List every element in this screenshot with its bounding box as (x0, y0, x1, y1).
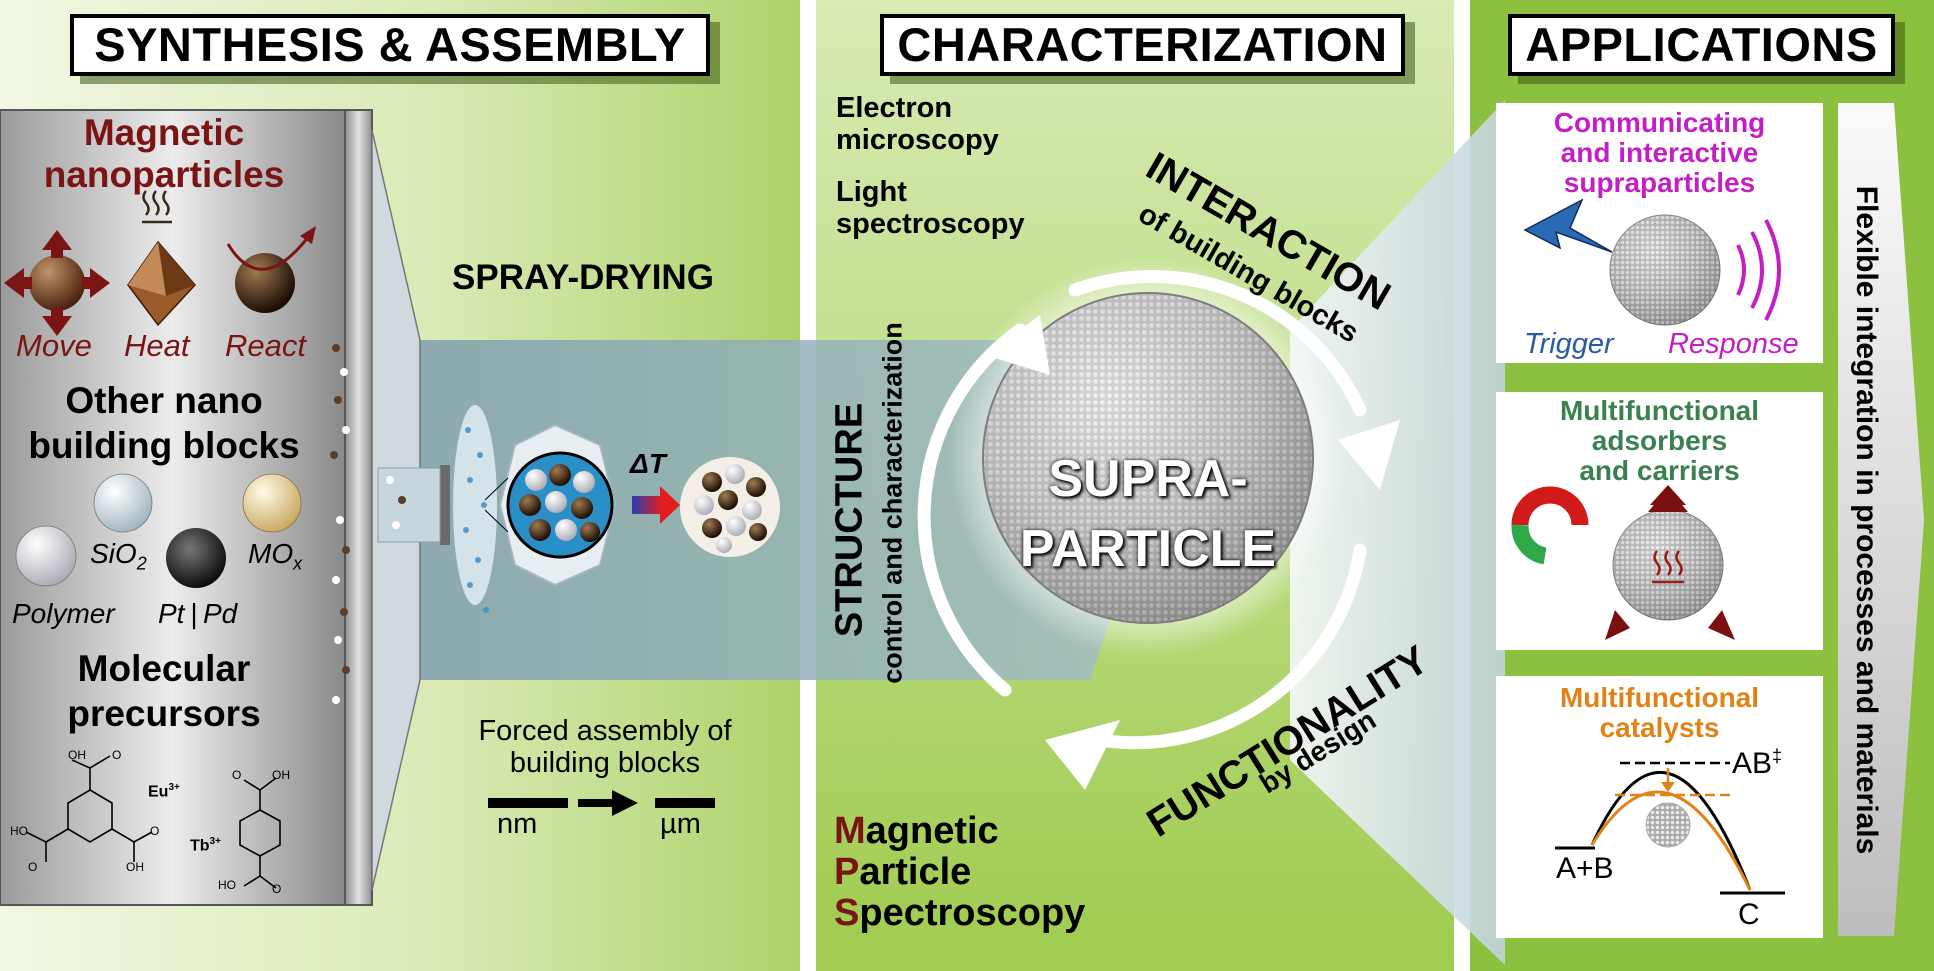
eu-label: Eu3+ (148, 782, 180, 801)
ho-label-1: HO (10, 824, 28, 838)
o-label-4: O (232, 768, 242, 782)
sio2-subscript: 2 (136, 553, 147, 574)
eu-superscript: 3+ (168, 782, 180, 793)
ptpd-label: Pt | Pd (158, 598, 238, 629)
delta-t-label: ΔT (630, 448, 666, 479)
box3-title: Multifunctional catalysts (1559, 682, 1760, 743)
light-spectroscopy-label: Light spectroscopy (836, 176, 1025, 240)
mps-rest-3: pectroscopy (859, 892, 1086, 934)
ab-text: AB (1732, 747, 1773, 780)
move-label: Move (16, 328, 92, 363)
polymer-label: Polymer (12, 598, 115, 629)
box2-title: Multifunctional adsorbers and carriers (1559, 395, 1760, 486)
sio2-label: SiO2 (90, 538, 147, 575)
mps-rest-1: agnetic (865, 810, 999, 852)
oh-label-1: OH (68, 748, 86, 762)
react-icon (226, 226, 316, 313)
structure-sublabel: control and characterization (877, 322, 908, 684)
o-label-5: O (272, 882, 282, 896)
move-icon (4, 230, 110, 336)
supraparticle-label: SUPRA- PARTICLE (1019, 450, 1277, 578)
trimesic-acid-icon (25, 755, 153, 862)
heat-small-icon (1652, 550, 1684, 584)
o-label-2: O (28, 860, 38, 874)
um-label: µm (660, 808, 701, 840)
forced-assembly-label: Forced assembly of building blocks (478, 715, 732, 779)
other-building-blocks-title: Other nano building blocks (28, 380, 300, 466)
header-characterization: CHARACTERIZATION (880, 14, 1405, 76)
mox-label: MOx (248, 538, 302, 575)
c-label: C (1738, 898, 1760, 931)
ho-label-2: HO (218, 878, 236, 892)
header-applications: APPLICATIONS (1508, 14, 1895, 76)
header-synthesis: SYNTHESIS & ASSEMBLY (70, 14, 710, 76)
o-label-1: O (112, 748, 122, 762)
heat-icon (127, 190, 197, 327)
eu-text: Eu (148, 783, 169, 801)
molecular-precursors-title: Molecular precursors (67, 648, 261, 734)
tb-label: Tb3+ (190, 836, 221, 855)
magnetic-nanoparticles-title: Magnetic nanoparticles (43, 112, 285, 195)
react-label: React (225, 328, 306, 363)
mps-initial-m: M (834, 810, 866, 852)
mps-line-2: Particle (834, 851, 971, 894)
waves-icon (1736, 219, 1781, 321)
oh-label-2: OH (126, 860, 144, 874)
mps-line-1: Magnetic (834, 810, 999, 853)
o-label-3: O (150, 824, 160, 838)
lightning-icon (1523, 198, 1613, 253)
a-plus-b-label: A+B (1556, 852, 1614, 885)
mox-subscript: x (293, 553, 303, 574)
spray-drying-label: SPRAY-DRYING (452, 258, 714, 297)
mps-line-3: Spectroscopy (834, 892, 1085, 935)
flexible-integration-label: Flexible integration in processes and ma… (1850, 185, 1883, 855)
box1-title: Communicating and interactive supraparti… (1553, 107, 1766, 198)
droplet-particles (519, 464, 600, 542)
mps-rest-2: article (859, 851, 972, 893)
trigger-label: Trigger (1524, 328, 1614, 360)
ab-label: AB‡ (1732, 746, 1782, 781)
oh-label-3: OH (272, 768, 290, 782)
sio2-text: SiO (90, 538, 137, 569)
structure-label: STRUCTURE (828, 402, 871, 638)
tb-text: Tb (190, 837, 210, 855)
nm-label: nm (497, 808, 538, 840)
heat-label: Heat (124, 328, 190, 363)
ab-superscript: ‡ (1772, 746, 1783, 766)
dried-particle (694, 464, 767, 553)
mps-initial-p: P (834, 851, 860, 893)
mox-text: MO (248, 538, 294, 569)
electron-microscopy-label: Electron microscopy (836, 92, 999, 156)
response-label: Response (1668, 328, 1799, 360)
droplets (330, 344, 406, 704)
tb-superscript: 3+ (209, 836, 221, 847)
mps-initial-s: S (834, 892, 860, 934)
magnet-icon (1511, 486, 1589, 565)
terephthalic-acid-icon (239, 777, 281, 889)
